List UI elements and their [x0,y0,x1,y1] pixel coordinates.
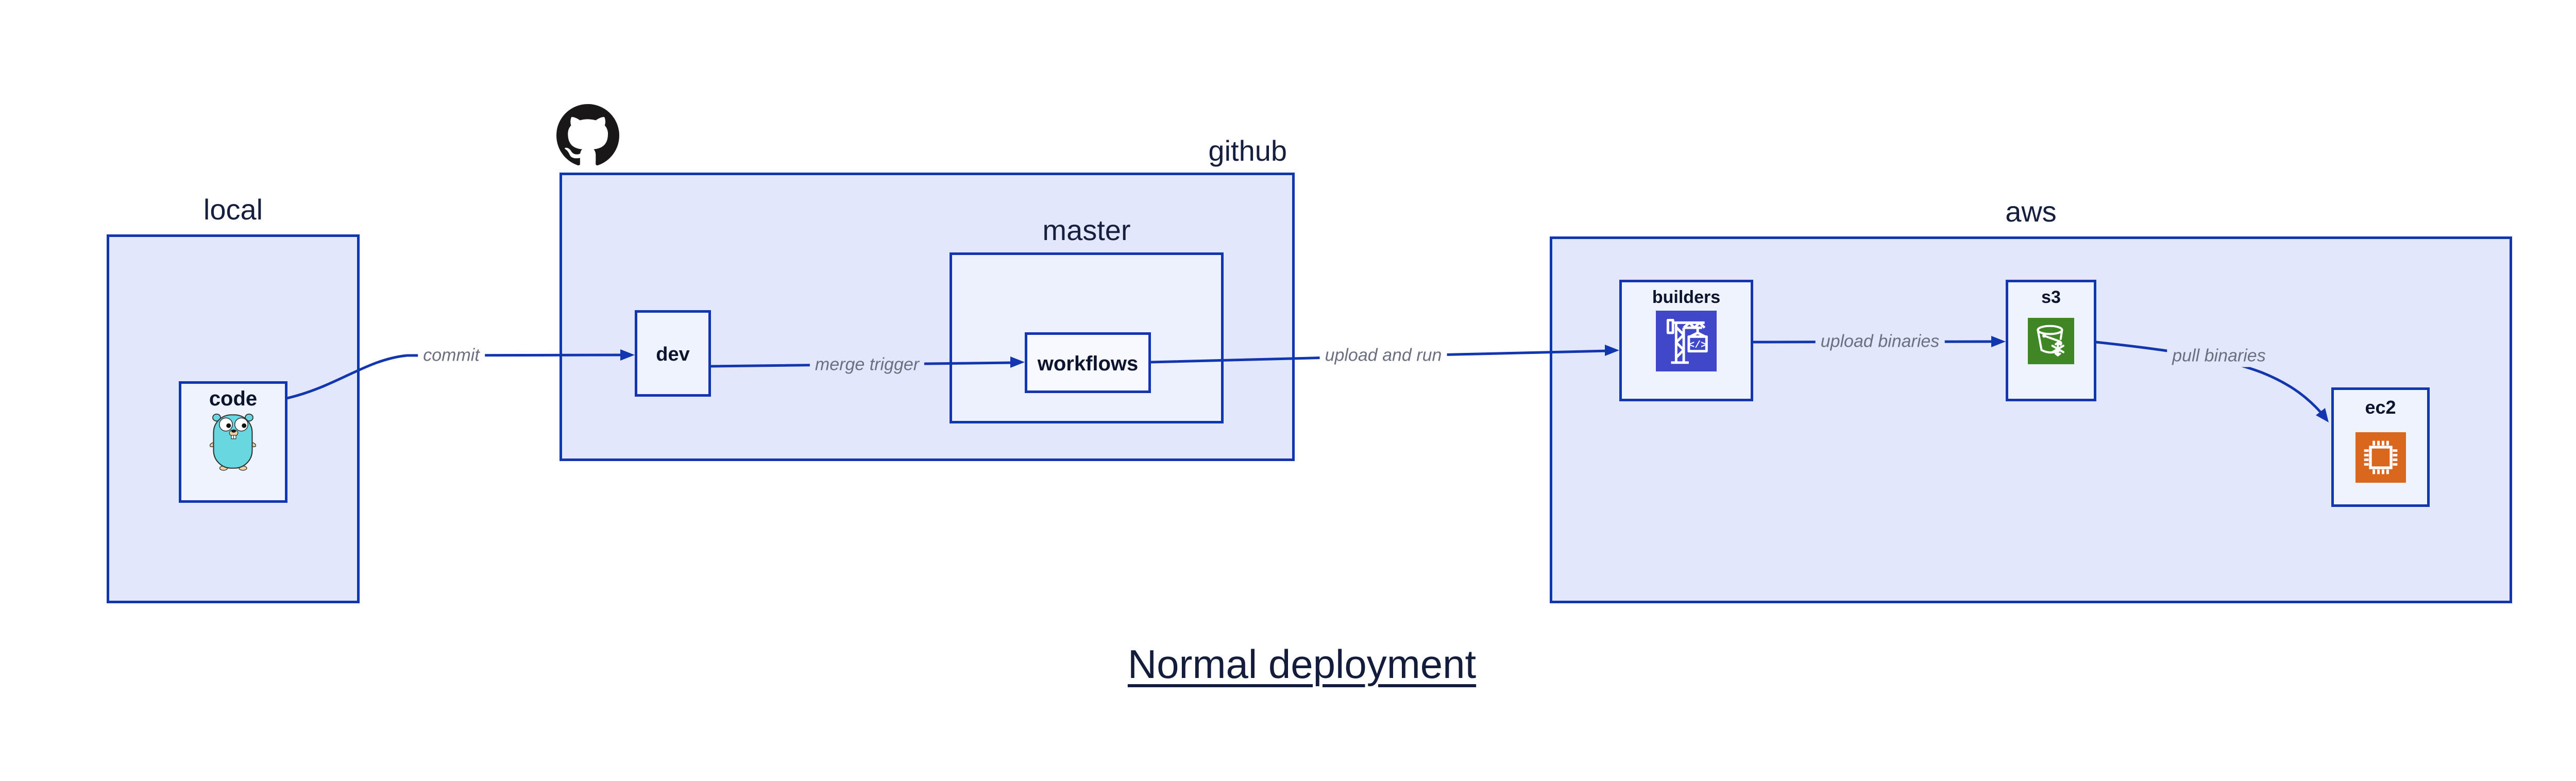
node-workflows-label: workflows [1037,352,1139,375]
node-s3-label: s3 [2041,287,2061,307]
node-workflows [1025,332,1151,393]
edge-pull-binaries-arrowhead [2316,408,2329,422]
edge-upload-and-run-arrowhead [1605,345,1619,356]
ec2-chip-icon [2355,432,2406,483]
s3-glacier-bucket-icon [2028,318,2074,364]
node-dev-label: dev [656,344,690,365]
github-container-label: github [1208,134,1287,167]
node-ec2-label: ec2 [2365,397,2396,418]
node-dev [635,310,711,397]
edge-label-pull-binaries: pull binaries [2167,345,2271,367]
aws-container-label: aws [2005,195,2057,228]
edge-commit-arrowhead [620,349,635,361]
edge-upload-binaries-arrowhead [1991,336,2006,347]
local-container-label: local [203,193,263,226]
node-builders-label: builders [1652,287,1721,307]
codebuild-icon-glyph: </> [1688,339,1706,351]
edge-commit-line [285,353,624,400]
codebuild-crane-icon: </> [1656,311,1717,371]
diagram-title: Normal deployment [1127,641,1477,687]
go-gopher-icon [209,412,257,471]
github-octocat-logo-icon [556,104,619,167]
master-container-label: master [1042,214,1131,246]
edge-label-commit: commit [418,344,485,367]
edge-label-upload-and-run: upload and run [1319,344,1447,367]
node-code-label: code [209,387,258,410]
edge-label-merge-trigger: merge trigger [809,353,925,376]
edge-merge-trigger-arrowhead [1010,356,1025,368]
edge-label-upload-binaries: upload binaries [1815,330,1945,353]
